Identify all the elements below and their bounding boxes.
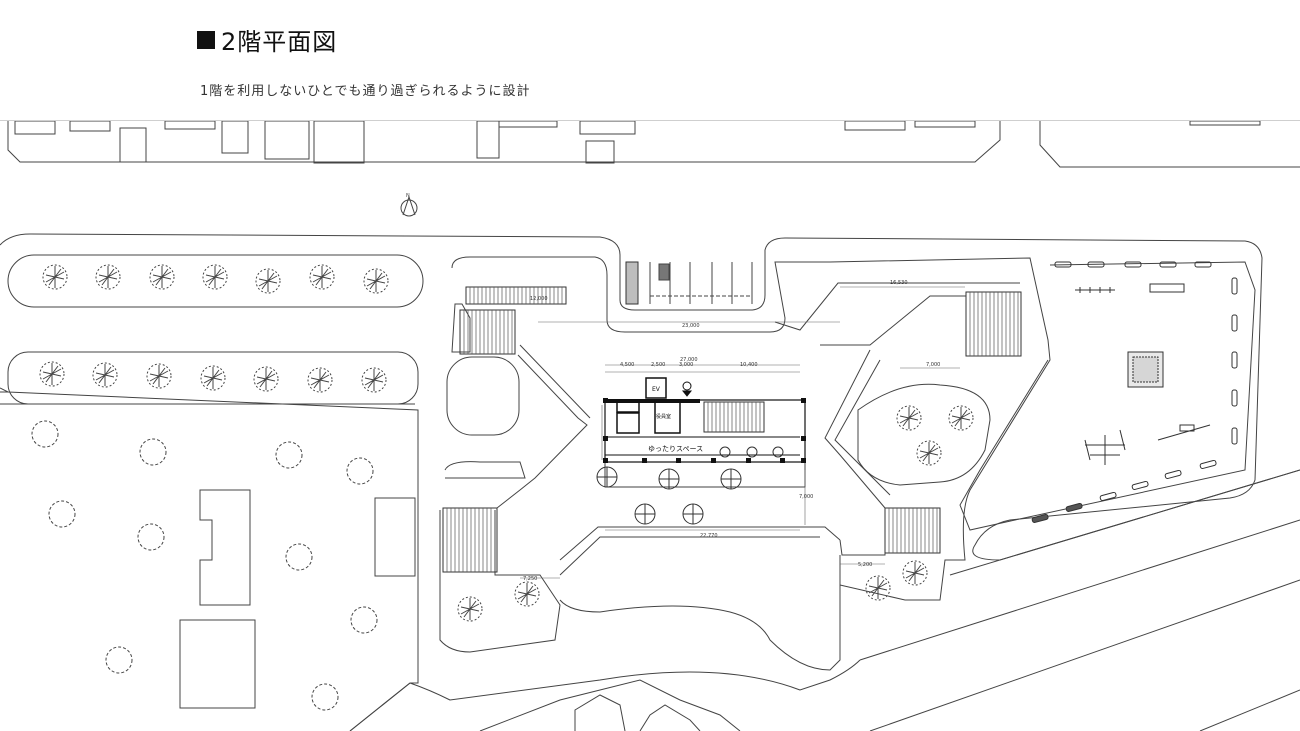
- svg-text:4,500: 4,500: [620, 362, 634, 368]
- svg-text:12,000: 12,000: [530, 296, 548, 302]
- page-subtitle: 1階を利用しないひとでも通り過ぎられるように設計: [200, 84, 531, 99]
- svg-text:5,200: 5,200: [858, 562, 872, 568]
- road-outlines: [0, 233, 1300, 731]
- north-label: N: [406, 193, 410, 199]
- playground: [1031, 261, 1238, 524]
- title-text: 2階平面図: [221, 28, 338, 56]
- ev-label: EV: [652, 386, 661, 393]
- dimension-lines: [520, 286, 965, 579]
- bottom-buildings: [479, 679, 741, 731]
- left-planting: [0, 254, 424, 731]
- office-label: 役員室: [656, 413, 671, 420]
- svg-text:7,250: 7,250: [523, 576, 537, 582]
- svg-text:22,770: 22,770: [700, 533, 718, 539]
- parking-bays: [625, 261, 753, 305]
- svg-text:27,000: 27,000: [680, 357, 698, 363]
- svg-text:2,500: 2,500: [651, 362, 665, 368]
- columns: [603, 398, 806, 463]
- top-buildings: [7, 121, 1300, 168]
- square-bullet-icon: [197, 30, 215, 49]
- svg-text:16,530: 16,530: [890, 280, 908, 286]
- page-title: 2階平面図: [197, 22, 337, 57]
- tables: [596, 446, 784, 525]
- svg-text:7,000: 7,000: [799, 494, 813, 500]
- svg-text:23,000: 23,000: [682, 323, 700, 329]
- walkways: [496, 282, 1020, 576]
- svg-text:7,000: 7,000: [926, 362, 940, 368]
- svg-text:10,400: 10,400: [740, 362, 758, 368]
- header-divider: [0, 120, 1300, 121]
- building-core: [604, 377, 806, 488]
- svg-text:3,000: 3,000: [679, 362, 693, 368]
- stairs: [442, 286, 1022, 573]
- round-trees: [31, 420, 378, 711]
- floor-plan-drawing: N: [0, 121, 1300, 731]
- north-arrow-icon: N: [400, 193, 418, 217]
- central-site: [439, 256, 1256, 671]
- space-label: ゆったりスペース: [648, 445, 703, 453]
- stair-treads: [446, 287, 1019, 572]
- dimension-texts: 27,000 4,500 2,500 3,000 10,400 23,000 1…: [523, 280, 940, 582]
